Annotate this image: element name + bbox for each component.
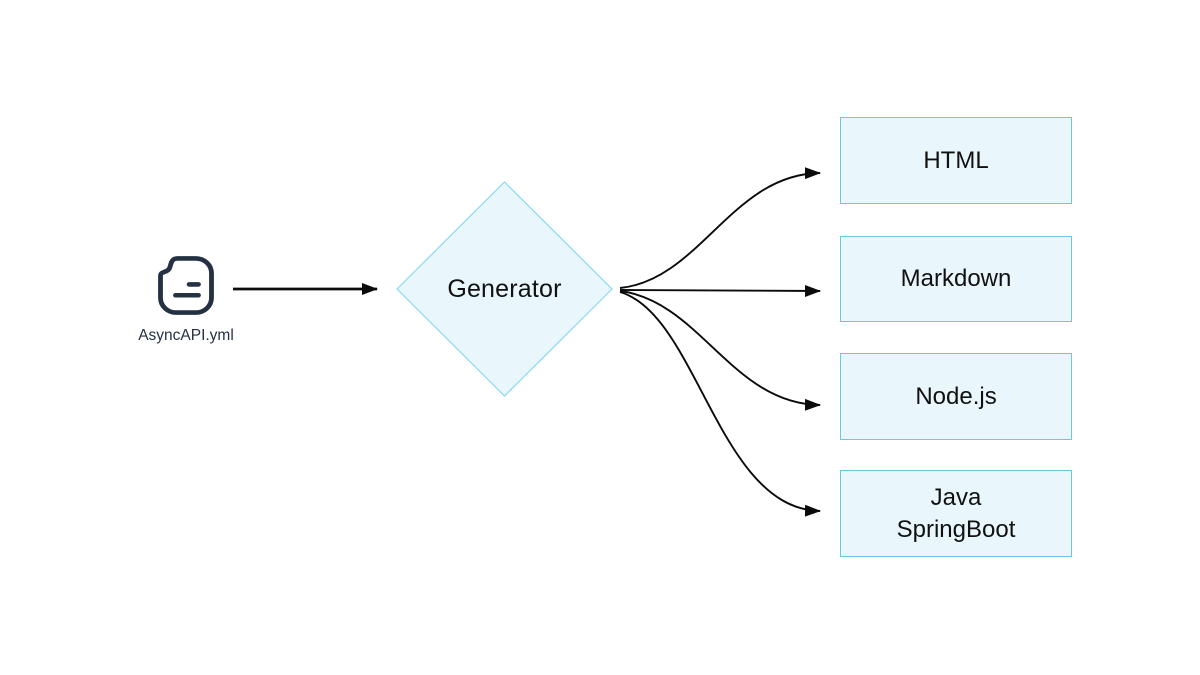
arrow-generator-to-nodejs xyxy=(619,290,821,411)
output-node-markdown: Markdown xyxy=(840,236,1072,322)
arrow-generator-to-markdown xyxy=(619,284,821,297)
output-node-nodejs: Node.js xyxy=(840,353,1072,440)
source-file-label: AsyncAPI.yml xyxy=(138,327,234,344)
generator-node: Generator xyxy=(447,274,562,303)
arrow-generator-to-java xyxy=(619,291,821,517)
generator-diamond-shape xyxy=(396,181,613,397)
arrow-generator-to-html xyxy=(619,167,821,289)
output-node-html: HTML xyxy=(840,117,1072,204)
output-node-java-springboot: Java SpringBoot xyxy=(840,470,1072,557)
file-document-icon xyxy=(158,256,214,315)
